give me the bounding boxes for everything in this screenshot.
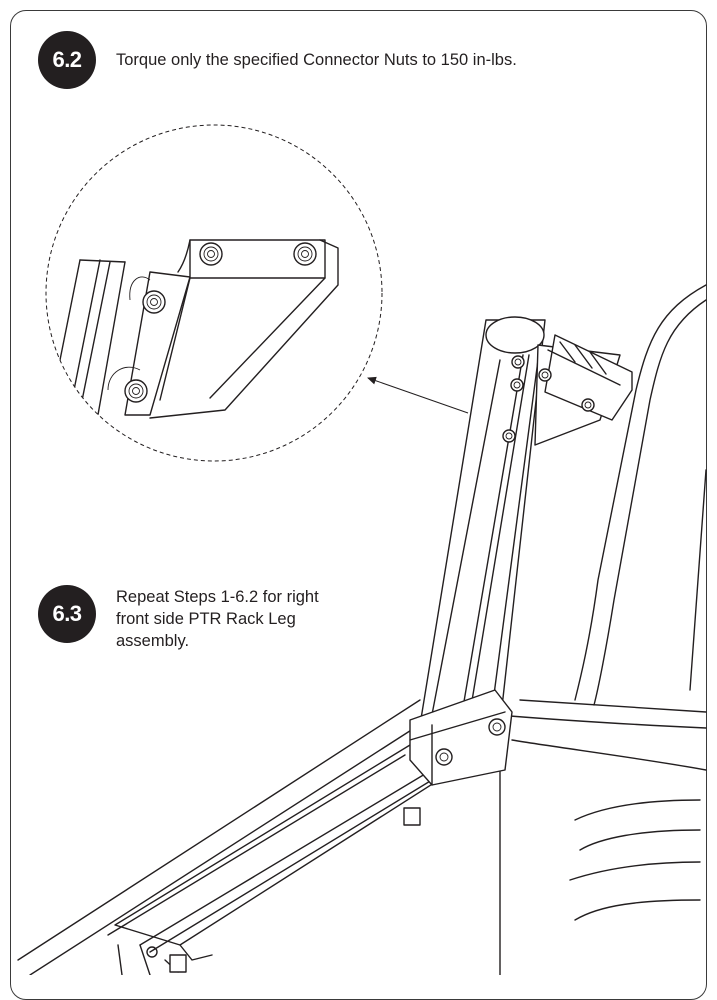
step-instruction: Repeat Steps 1-6.2 for right front side …: [116, 588, 319, 650]
assembly-illustration: [17, 124, 707, 975]
step-number-badge: 6.3: [38, 585, 96, 643]
detail-callout: [45, 124, 383, 462]
step-6-3: 6.3 Repeat Steps 1-6.2 for right front s…: [38, 585, 326, 652]
bed-rail: [107, 744, 471, 975]
top-bracket: [502, 334, 633, 446]
step-number-badge: 6.2: [38, 31, 96, 89]
step-6-2: 6.2 Torque only the specified Connector …: [38, 31, 517, 89]
truck-bed-wall: [17, 699, 707, 975]
detail-leader-arrow: [367, 376, 469, 414]
step-instruction: Torque only the specified Connector Nuts…: [116, 51, 517, 69]
truck-cab-outline: [509, 284, 707, 729]
rack-leg: [409, 316, 546, 786]
